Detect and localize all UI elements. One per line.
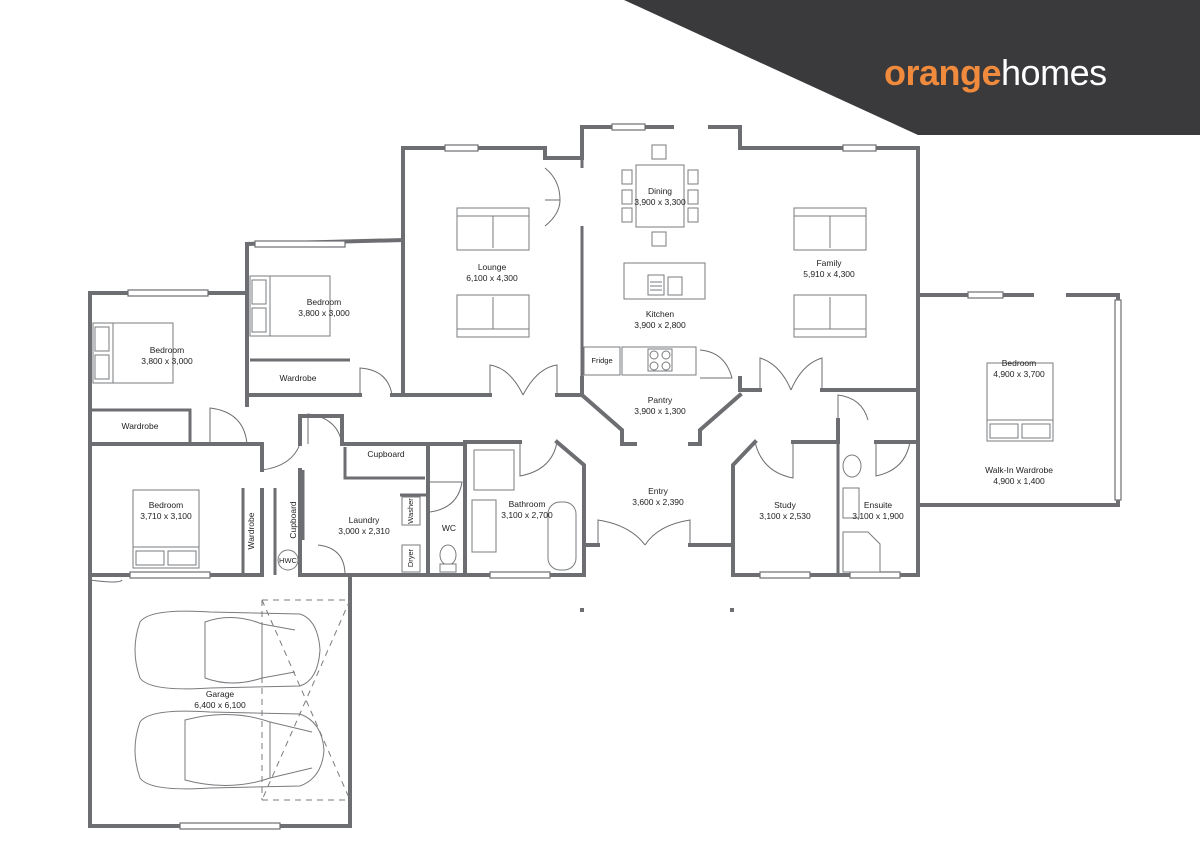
- room-labels: Dining 3,900 x 3,300 Lounge 6,100 x 4,30…: [121, 186, 1053, 710]
- bathroom-dims: 3,100 x 2,700: [501, 510, 553, 520]
- brand-name-orange: orange: [884, 52, 1002, 93]
- lounge-dims: 6,100 x 4,300: [466, 273, 518, 283]
- fridge-label: Fridge: [591, 356, 612, 365]
- wardrobe-vertical-label: Wardrobe: [246, 512, 256, 549]
- entry-dims: 3,600 x 2,390: [632, 497, 684, 507]
- family-sofas: [793, 207, 867, 338]
- bedroom-master-dims: 4,900 x 3,700: [993, 369, 1045, 379]
- laundry-appliances: [277, 496, 421, 573]
- family-name: Family: [816, 258, 842, 268]
- wc-label: WC: [442, 523, 456, 533]
- hwc-label: HWC: [279, 556, 297, 565]
- walls: [88, 125, 1120, 828]
- bedroom-left-name: Bedroom: [150, 345, 185, 355]
- laundry-name: Laundry: [349, 515, 380, 525]
- lounge-sofas: [456, 207, 530, 338]
- bedroom-top-name: Bedroom: [307, 297, 342, 307]
- windows: [127, 123, 1122, 830]
- furniture: [92, 144, 1054, 801]
- dining-table: [621, 144, 699, 247]
- doors: [89, 167, 911, 610]
- kitchen-island: [623, 262, 706, 300]
- bedroom-lower-dims: 3,710 x 3,100: [140, 511, 192, 521]
- dining-dims: 3,900 x 3,300: [634, 197, 686, 207]
- laundry-dims: 3,000 x 2,310: [338, 526, 390, 536]
- entry-name: Entry: [648, 486, 669, 496]
- bed-top: [249, 275, 331, 337]
- wardrobe-top-label: Wardrobe: [279, 373, 316, 383]
- garage-dims: 6,400 x 6,100: [194, 700, 246, 710]
- bathroom-name: Bathroom: [509, 499, 546, 509]
- car-top: [134, 610, 321, 690]
- brand-banner: [624, 0, 1200, 135]
- bed-left: [92, 322, 174, 384]
- car-bottom: [134, 710, 325, 790]
- bathroom-fixtures: [471, 449, 577, 571]
- kitchen-name: Kitchen: [646, 309, 675, 319]
- wc-toilet: [439, 544, 457, 573]
- dryer-label: Dryer: [406, 548, 415, 567]
- walkin-dims: 4,900 x 1,400: [993, 476, 1045, 486]
- washer-label: Washer: [406, 498, 415, 524]
- ensuite-name: Ensuite: [864, 500, 893, 510]
- brand-logo: orangehomes: [884, 52, 1107, 94]
- bed-master: [986, 362, 1054, 442]
- cupboard-label: Cupboard: [367, 449, 405, 459]
- lounge-name: Lounge: [478, 262, 507, 272]
- bedroom-lower-name: Bedroom: [149, 500, 184, 510]
- dining-name: Dining: [648, 186, 672, 196]
- pantry-dims: 3,900 x 1,300: [634, 406, 686, 416]
- kitchen-bench: [583, 346, 697, 376]
- bedroom-left-dims: 3,800 x 3,000: [141, 356, 193, 366]
- walkin-name: Walk-In Wardrobe: [985, 465, 1053, 475]
- ensuite-fixtures: [842, 454, 881, 573]
- study-dims: 3,100 x 2,530: [759, 511, 811, 521]
- bedroom-top-dims: 3,800 x 3,000: [298, 308, 350, 318]
- pantry-name: Pantry: [648, 395, 673, 405]
- wardrobe-left-label: Wardrobe: [121, 421, 158, 431]
- cupboard-vertical-label: Cupboard: [288, 501, 298, 539]
- brand-name-homes: homes: [1001, 52, 1107, 93]
- bedroom-master-name: Bedroom: [1002, 358, 1037, 368]
- family-dims: 5,910 x 4,300: [803, 269, 855, 279]
- ensuite-dims: 3,100 x 1,900: [852, 511, 904, 521]
- bed-lower: [132, 489, 200, 569]
- kitchen-dims: 3,900 x 2,800: [634, 320, 686, 330]
- study-name: Study: [774, 500, 796, 510]
- garage-name: Garage: [206, 689, 235, 699]
